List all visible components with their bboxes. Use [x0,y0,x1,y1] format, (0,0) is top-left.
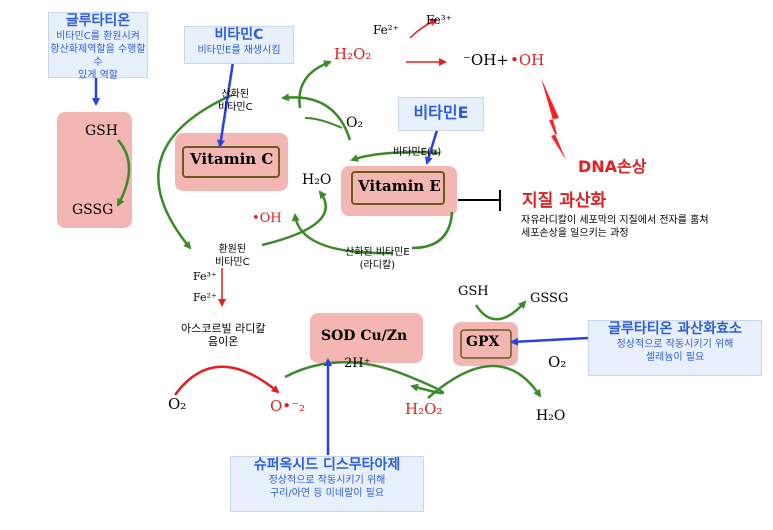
o2-right-label: O₂ [548,353,567,371]
o2-top-label: O₂ [346,115,364,131]
two-h-label: 2H⁺ [344,356,371,371]
fe2-top-label: Fe²⁺ [373,23,399,37]
h2o-right-label: H₂O [536,408,566,424]
oh-minus-label: ⁻OH+ [463,51,509,69]
gpx-label: GPX [466,334,500,350]
lipid-desc-line-2: 세포손상을 일으키는 과정 [521,228,629,239]
vitamin-e-frame [351,171,445,205]
h2o2-top-label: H₂O₂ [334,45,372,63]
vitc-info-desc: 비타민E를 재생시킴 [197,45,281,56]
fe-oxidation-arrow [409,18,438,39]
lightning-bolt-icon [541,78,566,160]
oxidized-vitc-label: 산화된 비타민C [218,88,253,114]
vite-pointer [424,129,439,165]
gsh-gssg-pad [57,112,132,228]
superoxide-to-h2o2-arrow [284,361,445,395]
fe3-top-label: Fe³⁺ [426,13,452,27]
gpx-info-title: 글루타티온 과산화효소 [608,321,742,337]
vitamin-c-pad [175,133,288,191]
vite-to-radical-line [411,211,454,250]
oxidized-vite-line-1: 산화된 비타민E [345,247,410,258]
gpx-info-desc-2: 셀레늄이 필요 [645,352,705,363]
to-h2o2-arrow [298,60,332,109]
glutathione-title: 글루타티온 [65,13,131,29]
vitamin-e-label: Vitamin E [358,177,441,195]
o2-to-superoxide-arrow [173,365,280,396]
vitc-cycle-left-arrow [157,93,233,250]
vite-alpha-label: 비타민E(α) [393,147,442,158]
vitc-cycle-right-arrow [281,93,352,141]
h2o2-to-h2o-arrow [427,364,542,399]
sod-info-title: 슈퍼옥시드 디스무타아제 [253,457,401,473]
sod-info-box: 슈퍼옥시드 디스무타아제 정상적으로 작동시키기 위해 구리/아연 등 미네랄이… [230,456,424,512]
vitc-to-h2o-arrow [261,190,327,247]
h2o2-bottom-label: H₂O₂ [405,400,443,418]
oxidized-vitc-line-2: 비타민C [218,102,253,113]
gsh-label: GSH [85,123,118,139]
reduced-vitc-line-2: 비타민C [215,257,250,268]
gssg-label: GSSG [72,202,114,218]
ascorbyl-line-1: 아스코르빌 라디칼 [181,322,266,335]
radical-return-arrow [291,213,394,255]
lipid-desc-line-1: 자유라디칼이 세포막의 지질에서 전자를 훔쳐 [521,215,709,226]
oh-radical-label: •OH [252,211,282,226]
ascorbyl-line-2: 음이온 [208,335,239,348]
oxidized-vite-line-2: (라디칼) [359,260,396,271]
gpx-info-desc-1: 정상적으로 작동시키기 위해 [616,339,734,350]
vite-info-title: 비타민E [413,103,469,122]
vitamin-c-label: Vitamin C [190,150,274,168]
vitamin-e-pad [341,166,457,216]
vitc-pointer [216,61,235,148]
h2o-label-1: H₂O [302,172,332,188]
vite-regen-arrow [350,151,441,162]
ascorbyl-label: 아스코르빌 라디칼 음이온 [181,322,265,348]
gssg-right-label: GSSG [530,291,569,306]
vite-info-box: 비타민E [398,97,484,131]
fe3-mid-label: Fe³⁺ [193,270,217,283]
gsh-to-gssg-right-arrow [474,300,527,321]
lipid-peroxidation-title: 지질 과산화 [522,191,607,211]
fe2-mid-label: Fe²⁺ [193,291,217,304]
sod-label: SOD Cu/Zn [321,328,408,344]
superoxide-label: O•⁻₂ [270,397,306,415]
reduced-vitc-label: 환원된 비타민C [215,243,250,269]
dna-damage-label: DNA손상 [578,157,647,176]
glutathione-info-box: 글루타티온 비타민C를 환원시켜 항산화제역할을 수행할 수 있게 역할 [48,12,148,81]
reduced-vitc-line-1: 환원된 [218,244,247,255]
gpx-info-box: 글루타티온 과산화효소 정상적으로 작동시키기 위해 셀레늄이 필요 [588,320,762,376]
gsh-right-label: GSH [458,284,489,299]
o2-left-label: O₂ [168,395,187,413]
vitc-info-box: 비타민C 비타민E를 재생시킴 [184,26,294,64]
glutathione-desc-3: 있게 역할 [78,70,118,81]
sod-info-desc-2: 구리/아연 등 미네랄이 필요 [269,488,385,499]
glutathione-desc-1: 비타민C를 환원시켜 [56,31,140,42]
oxidized-vite-label: 산화된 비타민E (라디칼) [345,246,410,272]
sod-pad [310,313,423,363]
to-o2-line [304,117,343,129]
gsh-to-gssg-arrow [116,139,131,207]
vitamin-c-frame [182,146,280,178]
oxidized-vitc-line-1: 산화된 [221,89,250,100]
vitc-info-title: 비타민C [214,27,264,43]
gpx-pointer [510,336,589,346]
sod-info-desc-1: 정상적으로 작동시키기 위해 [268,475,386,486]
lipid-peroxidation-desc: 자유라디칼이 세포막의 지질에서 전자를 훔쳐 세포손상을 일으키는 과정 [521,214,709,240]
oh-radical-top-label: •OH [510,51,545,69]
glutathione-desc-2: 항산화제역할을 수행할 수 [50,44,146,68]
